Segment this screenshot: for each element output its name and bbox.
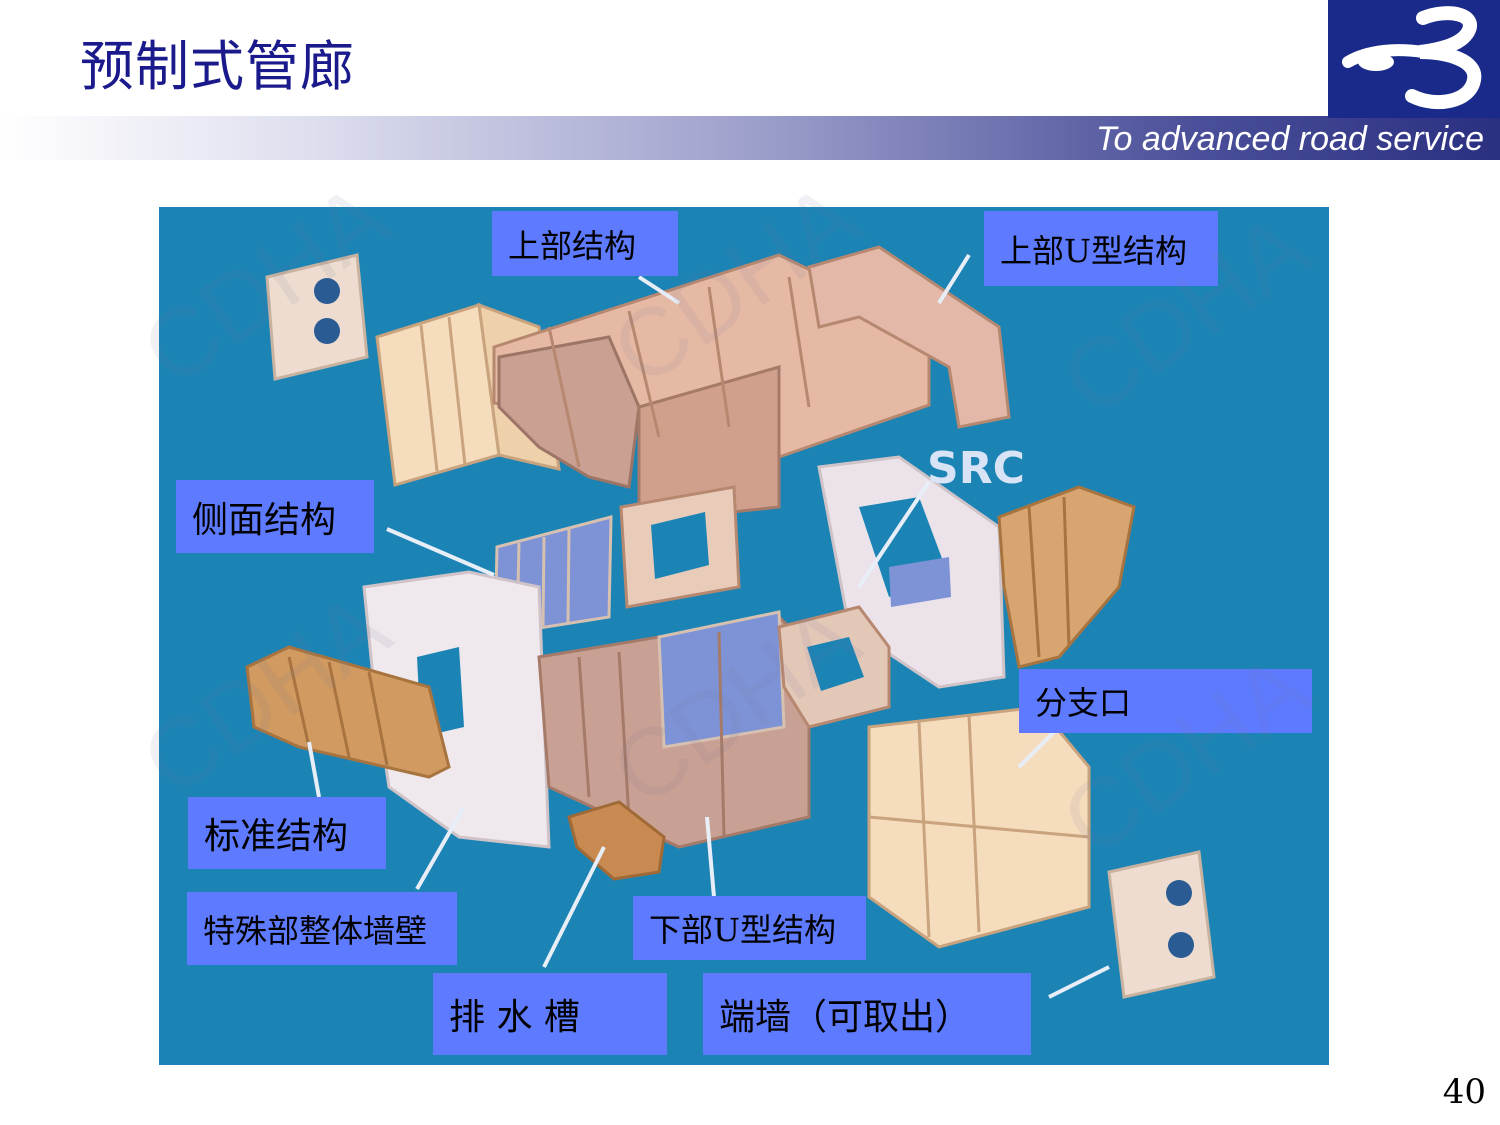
- callout-drain-channel: 排 水 槽: [433, 973, 667, 1055]
- end-wall-top-left: [265, 253, 369, 381]
- src-label: SRC: [927, 443, 1025, 494]
- standard-box-bottom-right: [867, 705, 1091, 949]
- lower-u-structure: [537, 610, 811, 849]
- callout-end-wall: 端墙（可取出）: [703, 973, 1031, 1055]
- company-logo: [1328, 0, 1500, 118]
- drain-channel-piece: [567, 800, 666, 881]
- callout-lower-u-structure: 下部U型结构: [633, 896, 866, 960]
- center-frame: [619, 485, 741, 609]
- exploded-structure-illustration: [245, 245, 1216, 999]
- callout-special-wall: 特殊部整体墙壁: [187, 892, 457, 965]
- tagline: To advanced road service: [1095, 120, 1484, 158]
- callout-standard-structure: 标准结构: [188, 797, 386, 869]
- branch-opening-segment: [997, 485, 1136, 669]
- callout-upper-u-structure: 上部U型结构: [984, 211, 1218, 286]
- callout-upper-structure: 上部结构: [492, 211, 678, 276]
- end-wall-bottom-right: [1107, 850, 1216, 999]
- header-bar: [0, 116, 1500, 160]
- page-title: 预制式管廊: [80, 35, 355, 98]
- leader-lines: [307, 253, 1110, 999]
- page-number: 40: [1442, 1072, 1486, 1112]
- logo-icon: [1342, 6, 1482, 109]
- callout-branch-opening: 分支口: [1019, 669, 1312, 733]
- center-small-frame: [777, 605, 891, 729]
- upper-u-structure: [807, 245, 1011, 429]
- precast-tunnel-diagram: SRC 上部结构 上部U型结构 侧面结构 分支口 标准结构 特殊部整体墙壁 下部…: [159, 207, 1329, 1065]
- standard-structure-segment: [245, 645, 451, 779]
- callout-side-structure: 侧面结构: [176, 480, 374, 553]
